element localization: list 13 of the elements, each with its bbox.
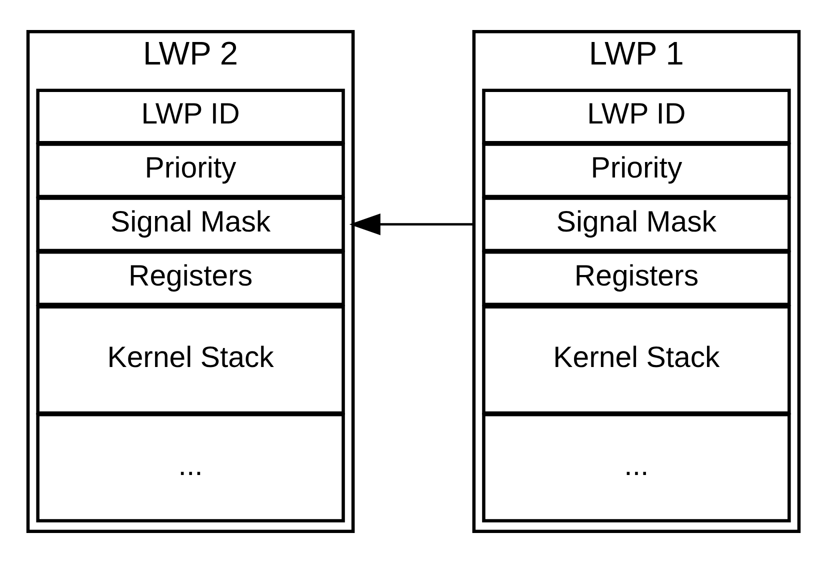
node-box: Priority bbox=[482, 142, 791, 198]
node-box: Priority bbox=[36, 142, 345, 198]
node-box: Registers bbox=[482, 250, 791, 306]
arrow bbox=[349, 212, 474, 235]
node-box: Registers bbox=[36, 250, 345, 306]
node-box: ... bbox=[482, 412, 791, 522]
node-box: Signal Mask bbox=[36, 196, 345, 252]
node-box: LWP ID bbox=[482, 88, 791, 144]
node-box: Signal Mask bbox=[482, 196, 791, 252]
node-box: LWP ID bbox=[36, 88, 345, 144]
node-box: Kernel Stack bbox=[482, 304, 791, 414]
node-box: Kernel Stack bbox=[36, 304, 345, 414]
node-box: ... bbox=[36, 412, 345, 522]
